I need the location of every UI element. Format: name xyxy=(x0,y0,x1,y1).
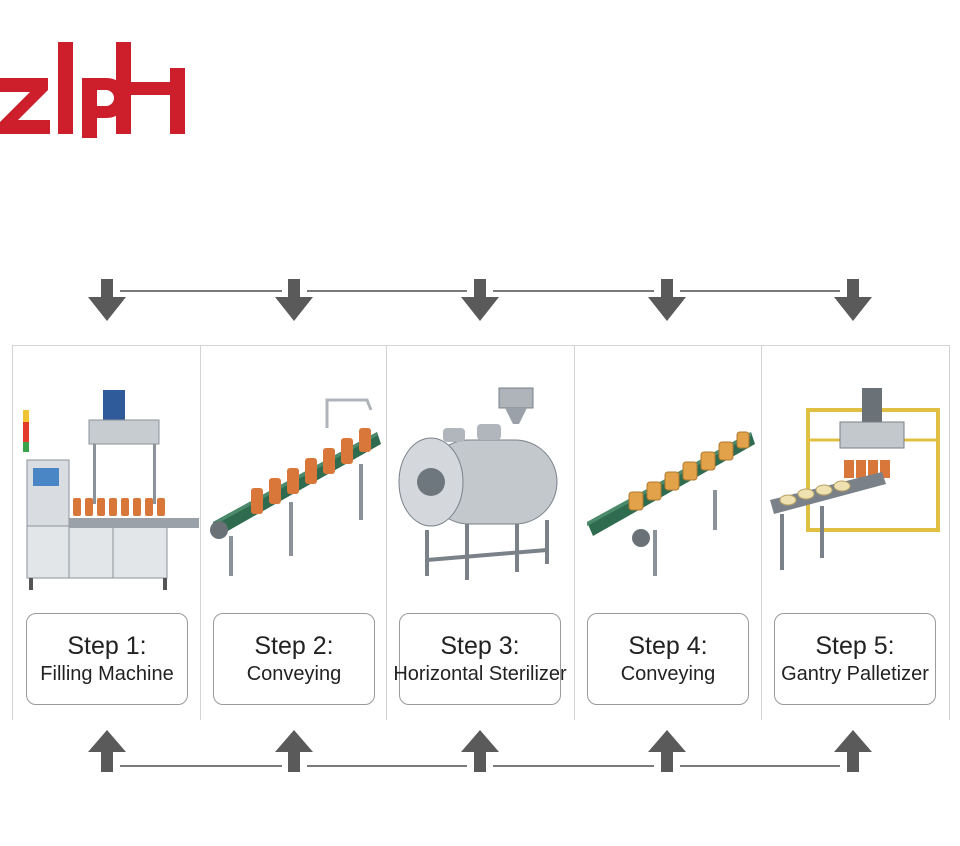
step-panel-4: Step 4: Conveying xyxy=(574,345,762,720)
step-name: Conveying xyxy=(620,663,716,685)
step-name: Conveying xyxy=(246,663,342,685)
step-title: Step 5: xyxy=(815,632,895,660)
step-panel-2: Step 2: Conveying xyxy=(200,345,387,720)
up-arrow-icon xyxy=(275,730,313,772)
down-arrow-icon xyxy=(834,279,872,321)
up-arrow-icon xyxy=(461,730,499,772)
zlph-logo xyxy=(0,28,200,143)
step-panel-3: Step 3: Horizontal Sterilizer xyxy=(386,345,575,720)
top-arrows xyxy=(88,279,872,321)
down-arrow-icon xyxy=(88,279,126,321)
bottom-arrows xyxy=(88,730,872,772)
down-arrow-icon xyxy=(648,279,686,321)
step-label-box: Step 1: Filling Machine xyxy=(26,613,188,705)
down-arrow-icon xyxy=(275,279,313,321)
step-name: Filling Machine xyxy=(40,663,174,685)
up-arrow-icon xyxy=(88,730,126,772)
filling-machine-icon xyxy=(23,390,199,590)
conveyor-jars-icon xyxy=(587,431,755,576)
down-arrow-icon xyxy=(461,279,499,321)
step-title: Step 4: xyxy=(628,632,708,660)
gantry-palletizer-icon xyxy=(770,388,940,570)
horizontal-sterilizer-icon xyxy=(398,387,558,580)
up-arrow-icon xyxy=(834,730,872,772)
step-label-box: Step 5: Gantry Palletizer xyxy=(774,613,936,705)
up-arrow-icon xyxy=(648,730,686,772)
conveyor-bottles-icon xyxy=(210,398,381,576)
step-name: Gantry Palletizer xyxy=(781,663,929,685)
step-title: Step 2: xyxy=(254,632,334,660)
panels-top-border xyxy=(12,345,949,346)
step-name: Horizontal Sterilizer xyxy=(393,663,567,685)
step-title: Step 3: xyxy=(440,632,520,660)
step-title: Step 1: xyxy=(67,632,147,660)
step-panel-1: Step 1: Filling Machine xyxy=(12,345,201,720)
step-label-box: Step 3: Horizontal Sterilizer xyxy=(393,613,567,705)
step-panel-5: Step 5: Gantry Palletizer xyxy=(761,345,950,720)
step-label-box: Step 2: Conveying xyxy=(213,613,375,705)
step-label-box: Step 4: Conveying xyxy=(587,613,749,705)
